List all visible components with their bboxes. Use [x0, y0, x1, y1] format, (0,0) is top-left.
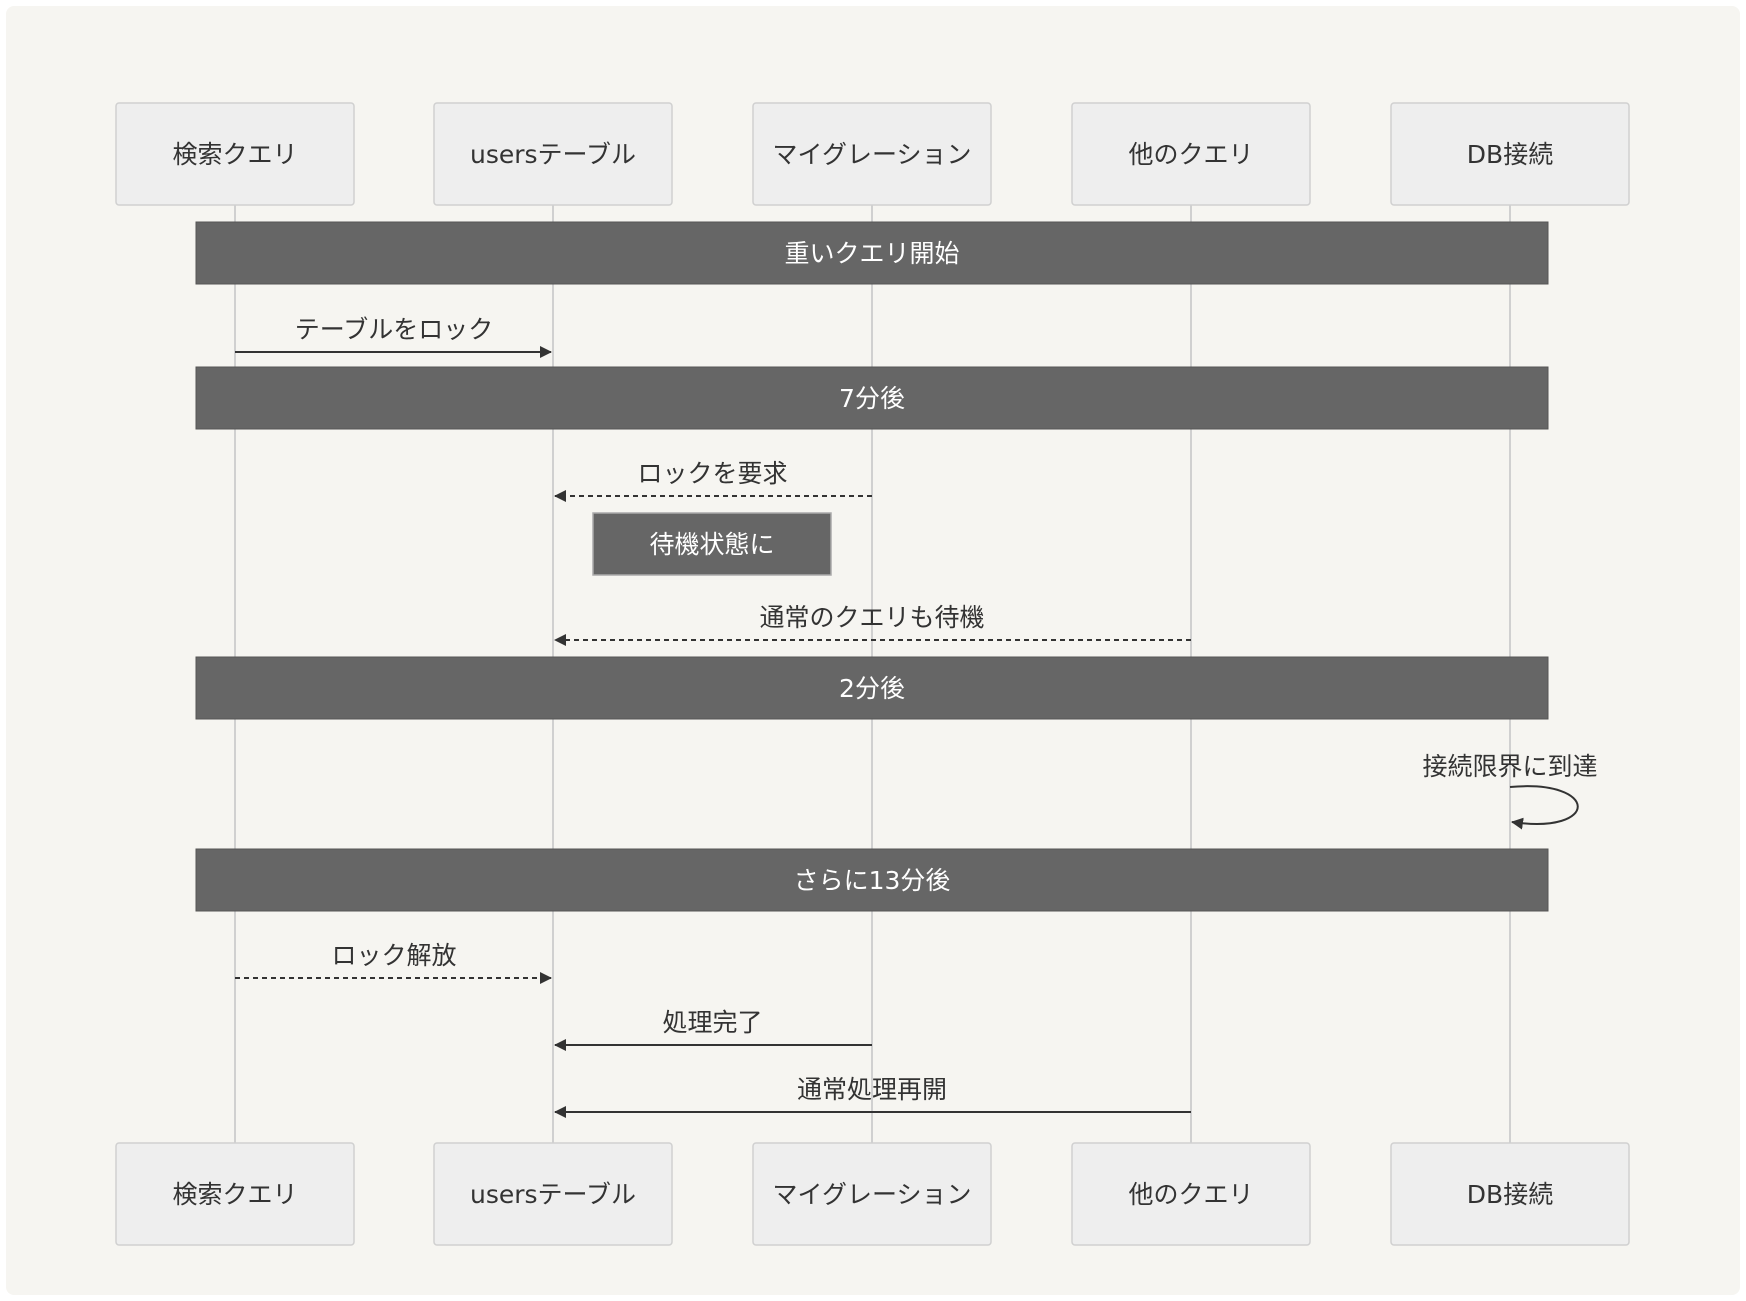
- participant-box: [752, 102, 992, 206]
- participant-box: [1390, 102, 1630, 206]
- divider-band: 重いクエリ開始: [195, 221, 1549, 285]
- note-box: 待機状態に: [592, 512, 832, 576]
- participant-box: [115, 102, 355, 206]
- divider-label: 7分後: [839, 384, 905, 413]
- divider-label: さらに13分後: [794, 866, 951, 895]
- participant-0-top: 検索クエリ: [115, 102, 355, 206]
- participant-label: マイグレーション: [772, 1180, 971, 1209]
- participant-label: DB接続: [1467, 140, 1553, 169]
- participant-3-top: 他のクエリ: [1071, 102, 1311, 206]
- message-arrow: 通常のクエリも待機: [554, 603, 1191, 646]
- participant-label: マイグレーション: [772, 140, 971, 169]
- participant-1-bottom: usersテーブル: [433, 1142, 673, 1246]
- message-label: 通常処理再開: [797, 1075, 947, 1104]
- participant-box: [1390, 1142, 1630, 1246]
- participant-label: 他のクエリ: [1128, 140, 1253, 169]
- participant-3-bottom: 他のクエリ: [1071, 1142, 1311, 1246]
- participant-label: 検索クエリ: [172, 140, 297, 169]
- participant-label: 他のクエリ: [1128, 1180, 1253, 1209]
- message-arrow: ロックを要求: [554, 459, 872, 502]
- participant-4-bottom: DB接続: [1390, 1142, 1630, 1246]
- participant-box: [433, 102, 673, 206]
- self-message-label: 接続限界に到達: [1422, 752, 1597, 781]
- divider-rect: [195, 366, 1549, 430]
- message-label: ロック解放: [331, 941, 456, 970]
- message-arrow: ロック解放: [235, 941, 552, 984]
- message-arrow: 通常処理再開: [554, 1075, 1191, 1118]
- message-label: 処理完了: [662, 1008, 762, 1037]
- divider-band: さらに13分後: [195, 848, 1549, 912]
- divider-rect: [195, 656, 1549, 720]
- message-label: テーブルをロック: [295, 315, 494, 344]
- participant-box: [1071, 1142, 1311, 1246]
- participant-label: usersテーブル: [470, 140, 636, 169]
- note-label: 待機状態に: [649, 530, 774, 559]
- divider-rect: [195, 221, 1549, 285]
- participant-4-top: DB接続: [1390, 102, 1630, 206]
- participant-1-top: usersテーブル: [433, 102, 673, 206]
- message-label: ロックを要求: [637, 459, 787, 488]
- participant-box: [115, 1142, 355, 1246]
- participant-2-top: マイグレーション: [752, 102, 992, 206]
- participant-box: [1071, 102, 1311, 206]
- note-rect: [592, 512, 832, 576]
- participant-box: [433, 1142, 673, 1246]
- participant-label: DB接続: [1467, 1180, 1553, 1209]
- participant-label: usersテーブル: [470, 1180, 636, 1209]
- participant-2-bottom: マイグレーション: [752, 1142, 992, 1246]
- message-arrow: 処理完了: [554, 1008, 872, 1051]
- divider-band: 2分後: [195, 656, 1549, 720]
- message-label: 通常のクエリも待機: [759, 603, 984, 632]
- participant-box: [752, 1142, 992, 1246]
- participants-bottom: 検索クエリ usersテーブル マイグレーション 他のクエリ DB接続: [115, 1142, 1630, 1246]
- participants-top: 検索クエリ usersテーブル マイグレーション 他のクエリ DB接続: [115, 102, 1630, 206]
- self-message: 接続限界に到達: [1422, 752, 1598, 830]
- divider-label: 重いクエリ開始: [784, 239, 959, 268]
- participant-label: 検索クエリ: [172, 1180, 297, 1209]
- divider-rect: [195, 848, 1549, 912]
- self-message-loop: [1509, 785, 1579, 830]
- divider-label: 2分後: [839, 674, 905, 703]
- message-arrow: テーブルをロック: [235, 315, 552, 358]
- participant-0-bottom: 検索クエリ: [115, 1142, 355, 1246]
- divider-band: 7分後: [195, 366, 1549, 430]
